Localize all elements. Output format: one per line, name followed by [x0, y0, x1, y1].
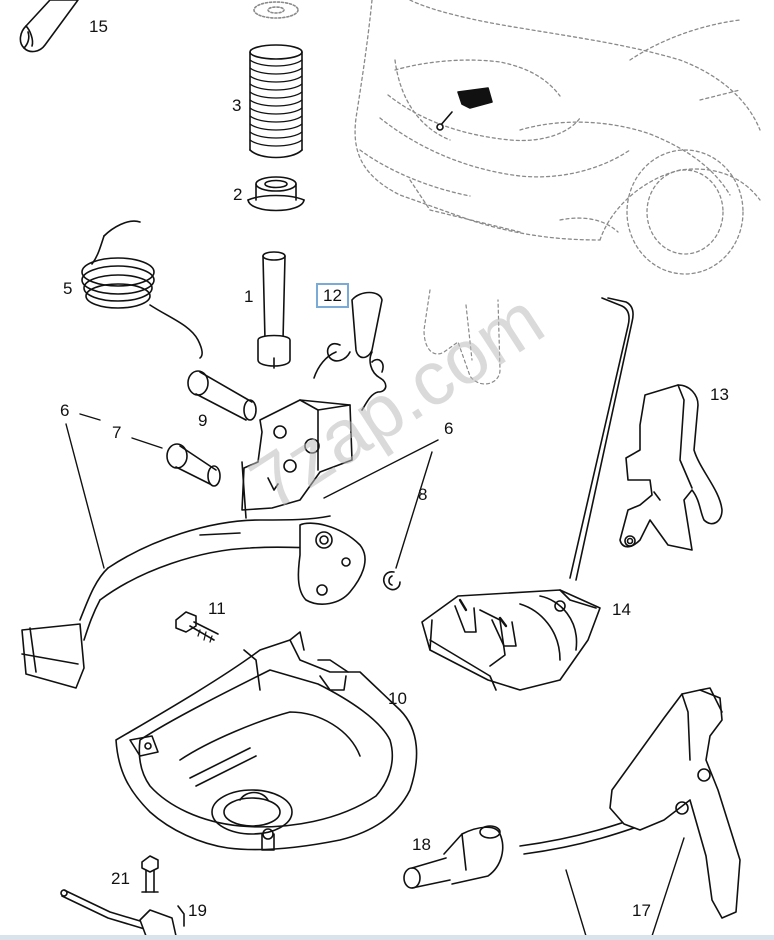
dashed-bracket-ghost [424, 290, 500, 384]
callout-8[interactable]: 8 [418, 485, 428, 504]
callout-14[interactable]: 14 [612, 600, 631, 619]
callout-18[interactable]: 18 [412, 835, 431, 854]
part-10-storage-tray [116, 632, 417, 850]
part-6-jack-arm [22, 400, 365, 688]
callout-15[interactable]: 15 [89, 17, 108, 36]
part-11-screw [176, 612, 218, 642]
part-14-jack-base [422, 298, 633, 690]
callout-11[interactable]: 11 [208, 599, 226, 618]
part-12-wire-clip [314, 293, 386, 411]
callout-19[interactable]: 19 [188, 901, 207, 920]
part-7-bolt-lower [167, 444, 220, 486]
callout-5[interactable]: 5 [63, 279, 73, 298]
callout-12[interactable]: 12 [316, 283, 349, 308]
callout-6-right[interactable]: 6 [444, 419, 454, 438]
part-17-release-lever [520, 688, 740, 918]
part-18-grommet [404, 826, 503, 888]
part-19-cable-clip [61, 890, 184, 936]
car-jack-location-marker [437, 88, 492, 130]
callout-2[interactable]: 2 [233, 185, 243, 204]
callout-1[interactable]: 1 [244, 287, 254, 306]
part-2-bushing [248, 177, 304, 211]
car-outline [355, 0, 760, 274]
part-8-circlip [384, 572, 400, 590]
callout-21[interactable]: 21 [111, 869, 130, 888]
callout-6-left[interactable]: 6 [60, 401, 70, 420]
part-5-coil-spring [82, 221, 202, 358]
callout-10[interactable]: 10 [388, 689, 407, 708]
callout-13[interactable]: 13 [710, 385, 729, 404]
part-1-pivot-shaft [258, 252, 290, 368]
callout-9[interactable]: 9 [198, 411, 208, 430]
part-15-handle-tip [20, 0, 78, 52]
part-9-bolt-upper [188, 371, 256, 420]
callout-17[interactable]: 17 [632, 901, 651, 920]
part-13-bracket [620, 385, 722, 550]
bottom-scrollbar-edge [0, 935, 774, 940]
callout-3[interactable]: 3 [232, 96, 242, 115]
part-21-hex-bolt [142, 856, 158, 892]
part-3-bellows [250, 45, 302, 158]
callout-7[interactable]: 7 [112, 423, 122, 442]
leader-lines [66, 414, 684, 936]
top-washer [254, 2, 298, 18]
